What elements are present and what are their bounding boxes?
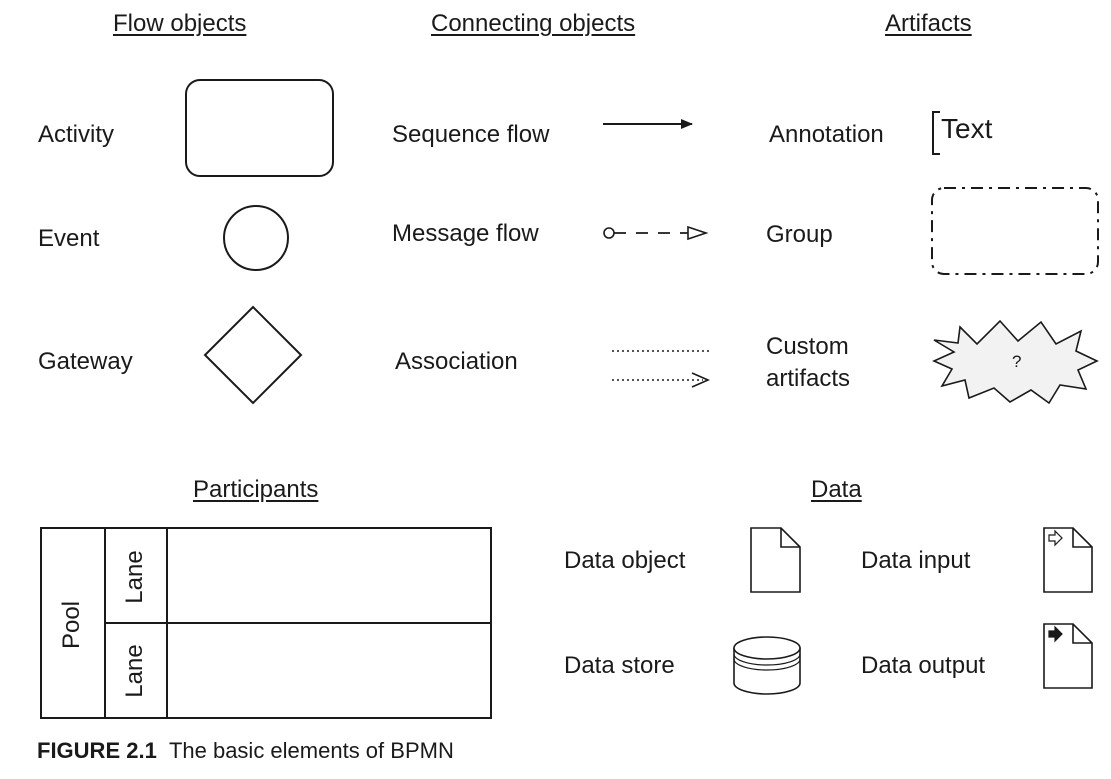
custom-artifact-mark: ? <box>1012 352 1022 371</box>
label-data-input: Data input <box>861 547 971 574</box>
label-pool: Pool <box>58 600 85 650</box>
label-custom-artifacts-line1: Custom <box>766 333 849 360</box>
label-data-object: Data object <box>564 547 686 574</box>
data-input-icon <box>1043 527 1093 593</box>
heading-data: Data <box>811 476 862 503</box>
annotation-bracket <box>932 111 940 155</box>
label-annotation: Annotation <box>769 121 884 148</box>
label-association: Association <box>395 348 518 375</box>
heading-connecting-objects: Connecting objects <box>431 10 636 37</box>
annotation-text: Text <box>941 113 993 144</box>
event-shape <box>223 205 289 271</box>
heading-flow-objects: Flow objects <box>113 10 247 37</box>
figure-caption-text: The basic elements of BPMN <box>168 738 454 763</box>
label-lane-bottom: Lane <box>121 644 148 698</box>
heading-artifacts: Artifacts <box>885 10 972 37</box>
label-custom-artifacts-line2: artifacts <box>766 365 851 392</box>
label-lane-top: Lane <box>121 550 148 604</box>
pool-diagram <box>40 527 492 719</box>
label-data-store: Data store <box>564 652 675 679</box>
label-message-flow: Message flow <box>392 220 539 247</box>
data-output-icon <box>1043 623 1093 689</box>
message-flow-line <box>603 225 709 241</box>
label-group: Group <box>766 221 833 248</box>
label-activity: Activity <box>38 121 115 148</box>
label-sequence-flow: Sequence flow <box>392 121 550 148</box>
label-data-output: Data output <box>861 652 986 679</box>
group-shape <box>931 187 1099 275</box>
data-store-icon <box>733 636 801 695</box>
label-gateway: Gateway <box>38 348 133 375</box>
custom-artifact-shape <box>932 319 1099 405</box>
association-lines <box>612 350 710 388</box>
gateway-shape <box>203 305 303 405</box>
data-object-icon <box>750 527 801 593</box>
figure-number: FIGURE 2.1 <box>37 738 157 763</box>
label-event: Event <box>38 225 100 252</box>
heading-participants: Participants <box>193 476 319 503</box>
figure-caption: FIGURE 2.1 The basic elements of BPMN <box>37 740 454 762</box>
activity-shape <box>185 79 334 177</box>
